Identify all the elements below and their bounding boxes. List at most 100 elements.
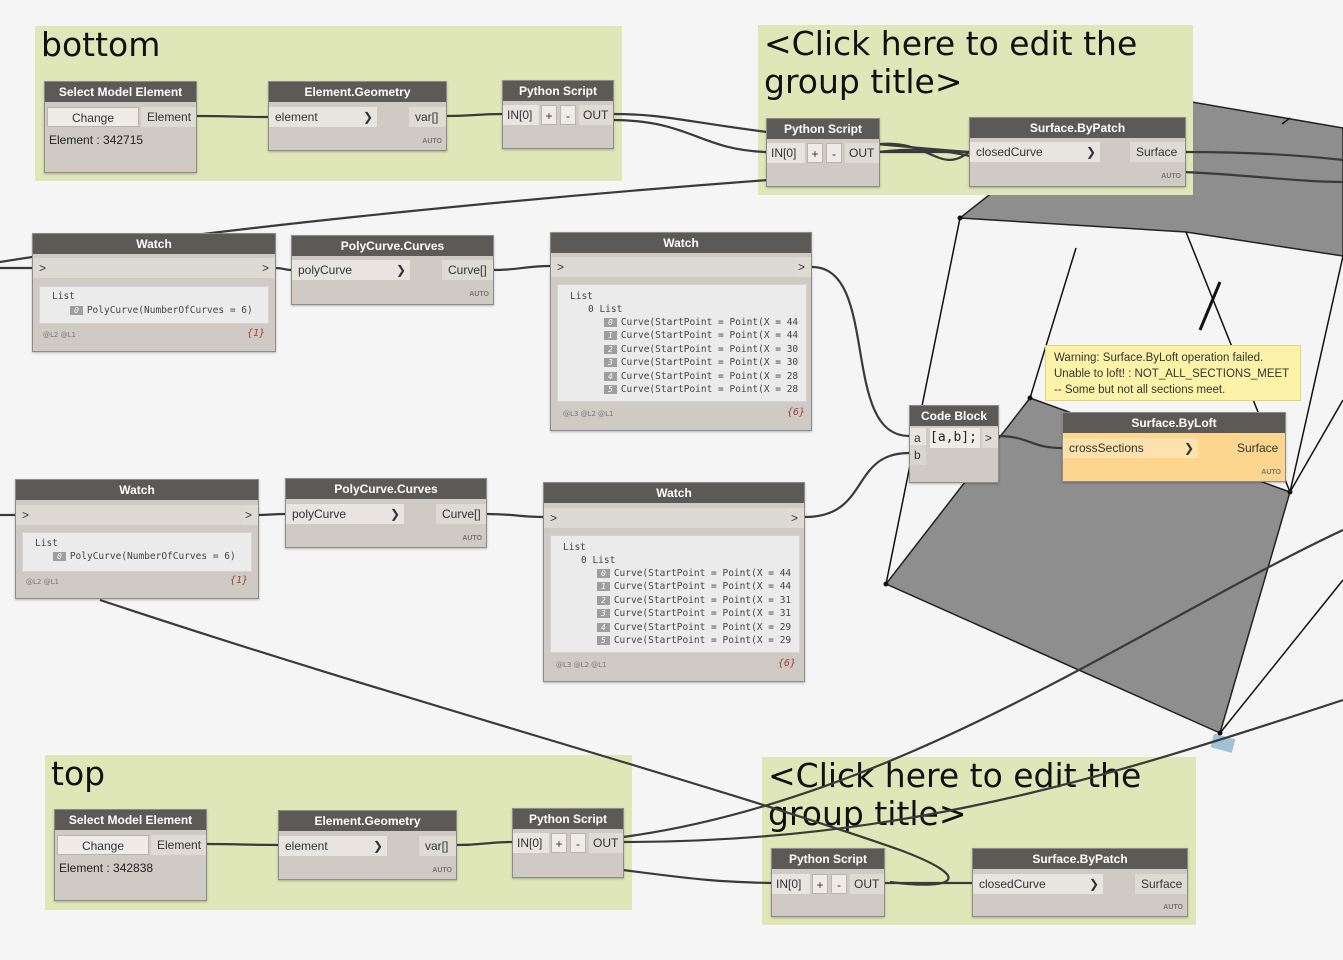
chevron-right-icon: ❯ [1085, 145, 1096, 159]
output-port[interactable]: Surface [1130, 142, 1185, 162]
input-port-a[interactable]: a [910, 428, 926, 448]
output-port[interactable]: var[] [409, 107, 446, 127]
output-port[interactable]: > [259, 258, 275, 278]
add-input-button[interactable]: + [541, 105, 557, 125]
python-script-node[interactable]: Python Script IN[0] + - OUT [512, 808, 624, 878]
python-script-node[interactable]: Python Script IN[0] + - OUT [766, 118, 880, 187]
input-port[interactable]: closedCurve ❯ [973, 874, 1103, 894]
element-id: Element : 342838 [59, 861, 154, 875]
wire [622, 868, 773, 885]
python-script-node[interactable]: Python Script IN[0] + - OUT [771, 848, 885, 917]
list-levels: @L2 @L1 [26, 578, 59, 586]
input-port[interactable]: IN[0] [513, 833, 549, 853]
output-port[interactable]: OUT [845, 143, 879, 163]
sublist-header: 0 List [581, 555, 616, 566]
input-port[interactable]: > [33, 258, 275, 278]
sublist-header: 0 List [588, 304, 623, 315]
item-index: 1 [604, 331, 617, 341]
remove-input-button[interactable]: - [826, 143, 842, 163]
wire [622, 698, 1343, 844]
chevron-right-icon: ❯ [362, 110, 373, 124]
input-port[interactable]: > [16, 505, 258, 525]
output-port[interactable]: > [795, 257, 811, 277]
chevron-right-icon: ❯ [1183, 441, 1194, 455]
input-port[interactable]: polyCurve ❯ [292, 260, 410, 280]
port-label: element [285, 839, 328, 853]
input-port[interactable]: closedCurve ❯ [970, 142, 1100, 162]
output-port[interactable]: Surface [1231, 438, 1285, 458]
element-geometry-node[interactable]: Element.Geometry element ❯ var[] AUTO [278, 810, 457, 880]
input-port[interactable]: IN[0] [767, 143, 805, 163]
input-port[interactable]: > [544, 508, 804, 528]
code-block-node[interactable]: Code Block a b [a,b]; > [909, 405, 999, 483]
surface-bypatch-node[interactable]: Surface.ByPatch closedCurve ❯ Surface AU… [969, 117, 1186, 187]
item-value: Curve(StartPoint = Point(X = 44 [620, 330, 799, 342]
input-port[interactable]: crossSections ❯ [1063, 438, 1198, 458]
group-title[interactable]: bottom [41, 25, 161, 64]
input-port[interactable]: IN[0] [503, 105, 539, 125]
input-port[interactable]: IN[0] [772, 874, 810, 894]
output-port[interactable]: Curve[] [436, 504, 486, 524]
port-label: polyCurve [298, 263, 353, 277]
surface-byloft-node[interactable]: Surface.ByLoft crossSections ❯ Surface A… [1062, 412, 1286, 482]
item-index: 3 [597, 609, 610, 619]
node-title: Python Script [767, 119, 879, 139]
remove-input-button[interactable]: - [560, 105, 576, 125]
output-port[interactable]: var[] [419, 836, 456, 856]
polycurve-curves-node[interactable]: PolyCurve.Curves polyCurve ❯ Curve[] AUT… [285, 478, 487, 548]
output-port[interactable]: Surface [1135, 874, 1187, 894]
select-model-element-node[interactable]: Select Model Element Change Element Elem… [54, 809, 207, 901]
add-input-button[interactable]: + [812, 874, 828, 894]
output-port[interactable]: OUT [850, 874, 884, 894]
element-geometry-node[interactable]: Element.Geometry element ❯ var[] AUTO [268, 81, 447, 151]
group-title[interactable]: <Click here to edit the group title> [764, 24, 1138, 101]
input-port[interactable]: > [551, 257, 811, 277]
output-port[interactable]: > [788, 508, 804, 528]
node-title: Watch [33, 234, 275, 254]
change-button[interactable]: Change [57, 835, 149, 855]
remove-input-button[interactable]: - [831, 874, 847, 894]
item-index: 0 [53, 552, 66, 561]
add-input-button[interactable]: + [551, 833, 567, 853]
item-value: Curve(StartPoint = Point(X = 30 [620, 357, 799, 369]
input-port[interactable]: polyCurve ❯ [286, 504, 404, 524]
item-index: 5 [604, 385, 617, 394]
select-model-element-node[interactable]: Select Model Element Change Element Elem… [44, 81, 197, 173]
item-index: 5 [597, 636, 610, 645]
output-port[interactable]: Curve[] [442, 260, 493, 280]
output-port[interactable]: Element [141, 107, 196, 127]
polycurve-curves-node[interactable]: PolyCurve.Curves polyCurve ❯ Curve[] AUT… [291, 235, 494, 305]
code-editor[interactable]: [a,b]; [930, 428, 980, 448]
add-input-button[interactable]: + [807, 143, 823, 163]
change-button[interactable]: Change [47, 107, 139, 127]
item-value: Curve(StartPoint = Point(X = 31 [613, 608, 792, 620]
output-port[interactable]: Element [151, 835, 206, 855]
node-title: Surface.ByPatch [970, 118, 1185, 138]
node-title: Watch [16, 480, 258, 500]
input-port[interactable]: element ❯ [279, 836, 387, 856]
remove-input-button[interactable]: - [570, 833, 586, 853]
group-title[interactable]: top [51, 754, 106, 793]
output-port[interactable]: OUT [589, 833, 623, 853]
item-index: 0 [70, 306, 83, 315]
output-port[interactable]: > [982, 428, 998, 448]
output-port[interactable]: OUT [579, 105, 613, 125]
output-port[interactable]: > [242, 505, 258, 525]
input-port-b[interactable]: b [910, 445, 926, 465]
python-script-node[interactable]: Python Script IN[0] + - OUT [502, 80, 614, 149]
input-port[interactable]: element ❯ [269, 107, 377, 127]
wire [1183, 150, 1343, 162]
surface-bypatch-node[interactable]: Surface.ByPatch closedCurve ❯ Surface AU… [972, 848, 1188, 917]
item-count: {6} [778, 658, 797, 669]
